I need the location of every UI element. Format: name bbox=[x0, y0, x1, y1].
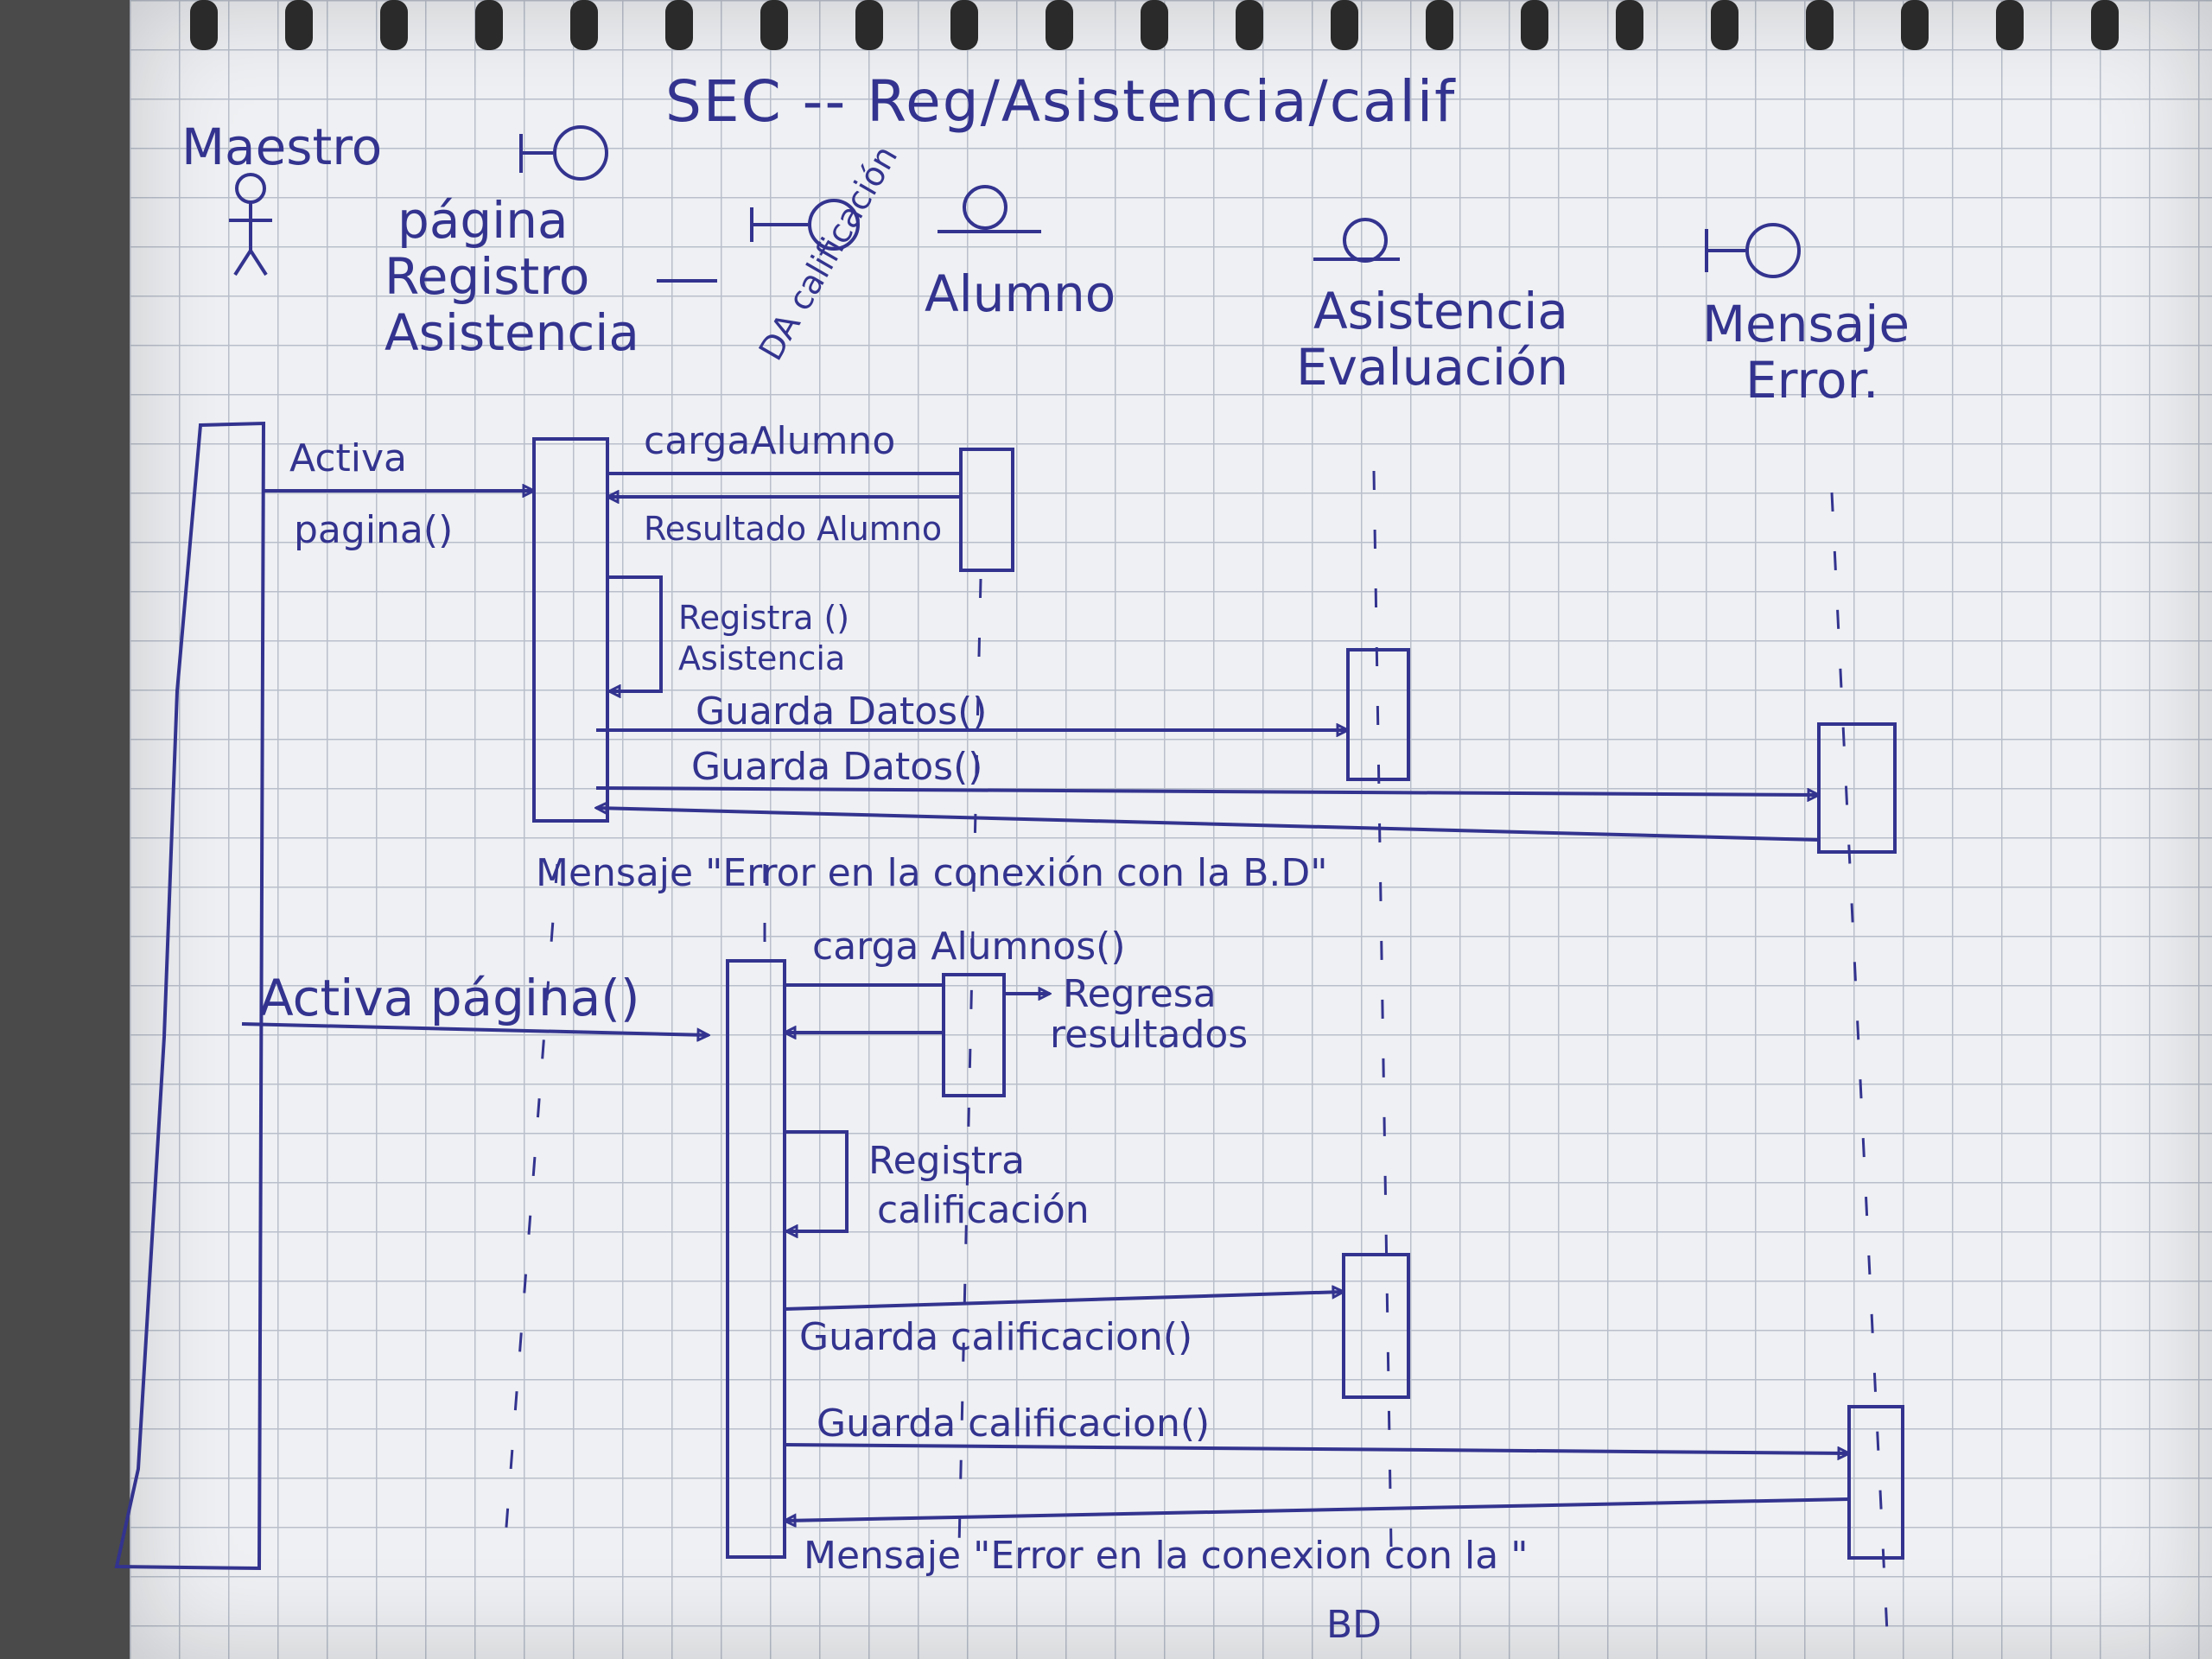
lifeline-head-calificacion: DA calificación bbox=[657, 139, 906, 367]
actor-head-icon bbox=[235, 173, 266, 204]
activation-calificacion bbox=[726, 959, 786, 1559]
lifeline-label-error-2: Error. bbox=[1745, 351, 1879, 410]
lifeline-asistencia bbox=[1372, 470, 1393, 1548]
msg-guarda-datos-1: Guarda Datos() bbox=[696, 690, 987, 734]
msg-activa-pagina-2-arrow bbox=[241, 1022, 709, 1035]
activation-error-1 bbox=[1817, 722, 1897, 854]
actor-leg-left bbox=[233, 249, 252, 276]
activation-alumno-2 bbox=[942, 973, 1006, 1097]
msg-guarda-calificacion-2-arrow bbox=[784, 1443, 1849, 1453]
actor-maestro: Maestro bbox=[181, 118, 382, 276]
activation-alumno-1 bbox=[959, 448, 1014, 572]
msg-guarda-calificacion-2: Guarda calificacion() bbox=[817, 1402, 1210, 1446]
msg-guarda-calificacion-1: Guarda calificacion() bbox=[799, 1315, 1192, 1359]
msg-registra-calificacion-2: calificación bbox=[877, 1188, 1090, 1232]
msg-activa-pagina-1: Activa bbox=[289, 436, 407, 480]
lifeline-label-pagina-1: página bbox=[397, 191, 569, 250]
lifeline-head-pagina: página Registro Asistencia bbox=[385, 125, 639, 362]
msg-registra-calificacion-1: Registra bbox=[868, 1139, 1025, 1183]
lifeline-label-pagina-3: Asistencia bbox=[385, 303, 639, 362]
notebook-page bbox=[130, 0, 2212, 1659]
msg-error-bd-2-arrow bbox=[785, 1497, 1850, 1521]
activation-error-2 bbox=[1847, 1405, 1904, 1560]
msg-registra-calificacion-arrow bbox=[786, 1130, 849, 1231]
activation-maestro bbox=[114, 421, 266, 1571]
lifeline-label-asistencia-1: Asistencia bbox=[1313, 282, 1568, 340]
msg-registra-asistencia-2: Asistencia bbox=[678, 639, 845, 677]
msg-registra-asistencia-arrow bbox=[609, 575, 663, 691]
msg-resultado-alumno: Resultado Alumno bbox=[644, 510, 942, 548]
msg-carga-alumno: cargaAlumno bbox=[644, 419, 895, 463]
msg-error-bd-2: Mensaje "Error en la conexion con la " bbox=[804, 1534, 1528, 1578]
lifeline-label-error-1: Mensaje bbox=[1702, 295, 1910, 353]
lifeline-label-asistencia-2: Evaluación bbox=[1296, 338, 1568, 397]
lifeline-head-asistencia: Asistencia Evaluación bbox=[1296, 218, 1568, 397]
lifeline-label-alumno: Alumno bbox=[925, 264, 1116, 323]
msg-registra-asistencia-1: Registra () bbox=[678, 599, 849, 637]
activation-pagina-1 bbox=[532, 437, 609, 823]
msg-regresa-resultados-1: Regresa bbox=[1063, 972, 1217, 1016]
actor-label: Maestro bbox=[181, 118, 382, 176]
diagram-title: SEC -- Reg/Asistencia/calif bbox=[665, 68, 1456, 135]
msg-error-bd-1: Mensaje "Error en la conexión con la B.D… bbox=[536, 851, 1327, 895]
msg-activa-pagina-2: pagina() bbox=[294, 508, 453, 552]
lifeline-label-pagina-2: Registro bbox=[385, 247, 589, 306]
lifeline-head-alumno: Alumno bbox=[925, 185, 1116, 323]
actor-leg-right bbox=[249, 249, 268, 276]
msg-error-bd-1-arrow bbox=[596, 808, 1820, 842]
msg-error-bd-2-line2: BD bbox=[1326, 1603, 1382, 1647]
lifeline-pagina bbox=[504, 863, 559, 1539]
activation-asistencia-1 bbox=[1346, 648, 1410, 781]
msg-activa-pagina-second: Activa página() bbox=[259, 969, 640, 1027]
msg-guarda-datos-2-arrow bbox=[595, 786, 1819, 795]
lifeline-head-error: Mensaje Error. bbox=[1702, 223, 1910, 410]
msg-carga-alumnos: carga Alumnos() bbox=[812, 925, 1125, 969]
msg-guarda-datos-2: Guarda Datos() bbox=[691, 745, 982, 789]
lifeline-error bbox=[1830, 492, 1890, 1651]
msg-guarda-calificacion-1-arrow bbox=[784, 1292, 1344, 1311]
lifeline-label-calificacion: DA calificación bbox=[752, 139, 906, 366]
activation-asistencia-2 bbox=[1342, 1253, 1410, 1399]
lifeline-alumno bbox=[957, 578, 982, 1548]
msg-regresa-resultados-2: resultados bbox=[1050, 1013, 1248, 1057]
